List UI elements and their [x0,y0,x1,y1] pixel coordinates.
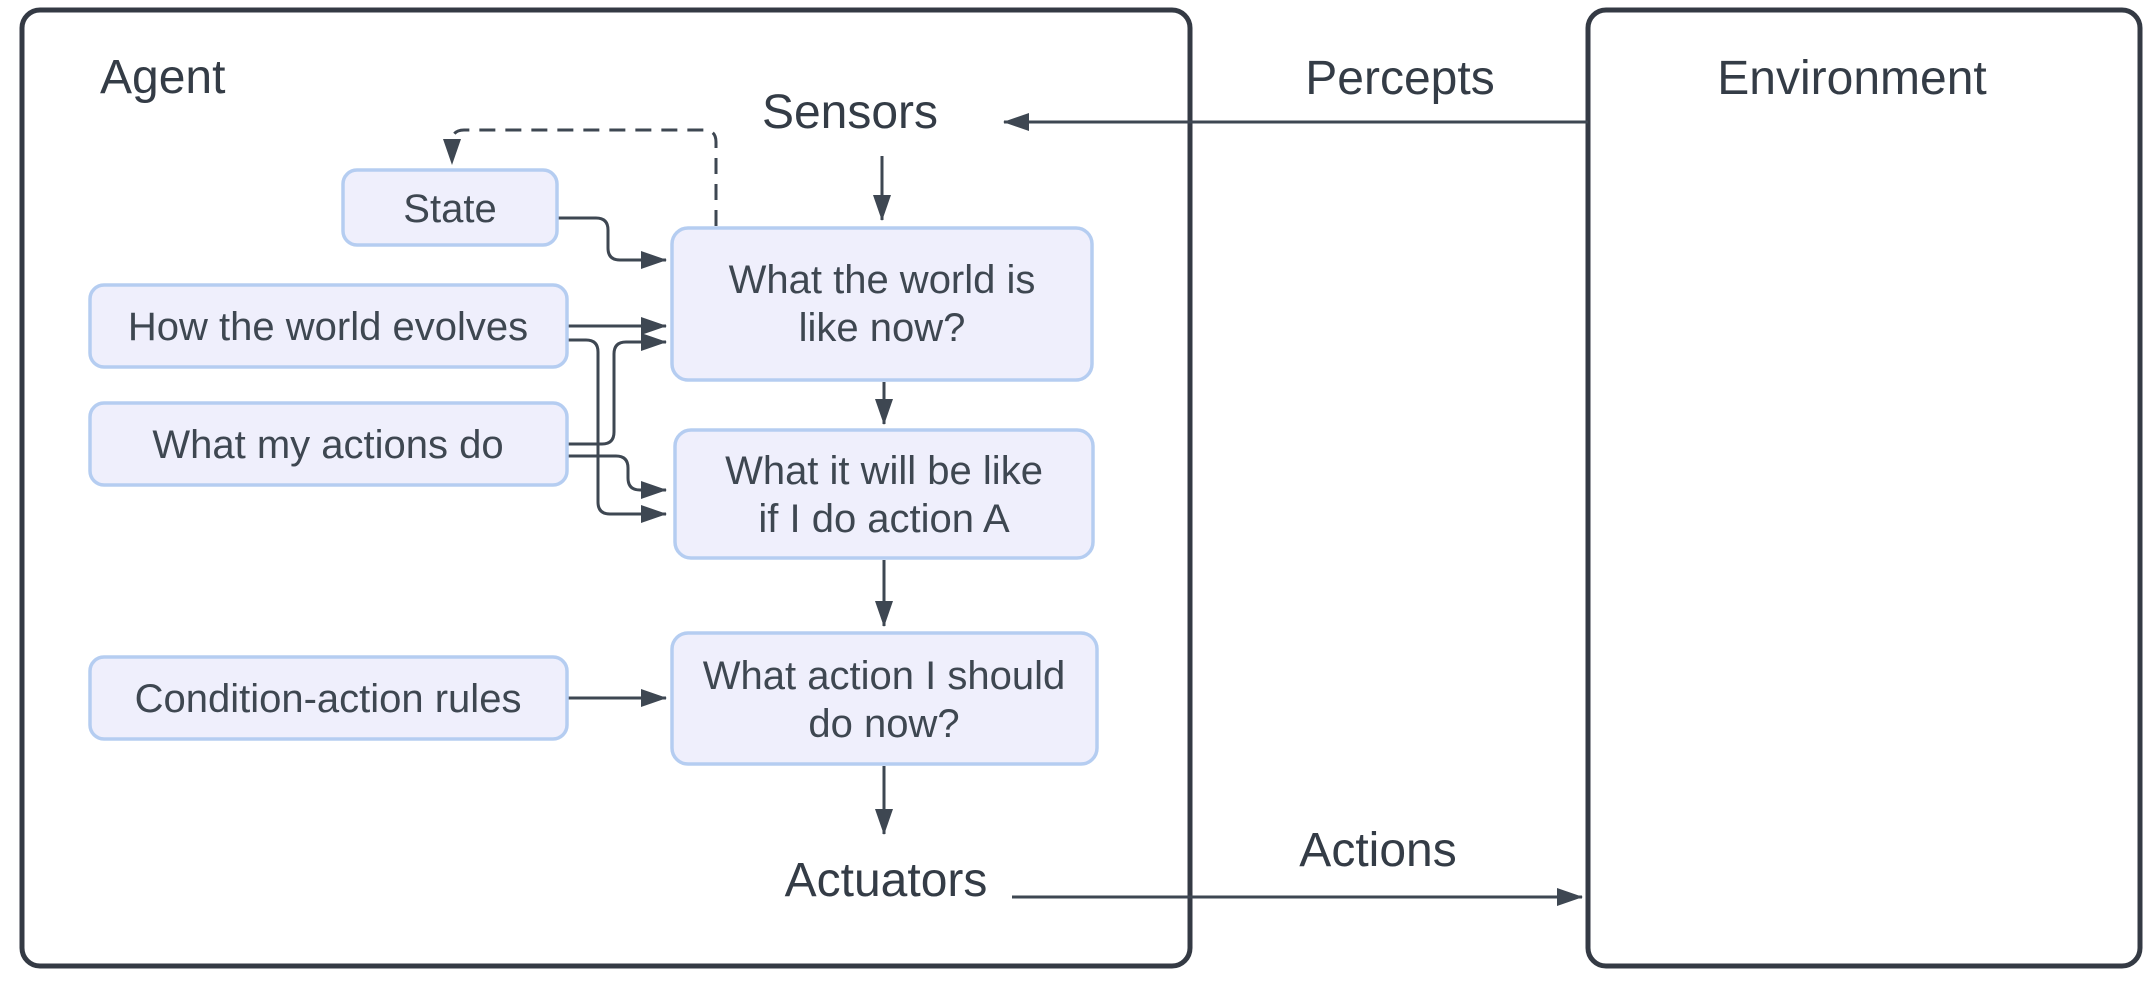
percepts-label: Percepts [1305,52,1494,105]
node-world-if: What it will be like if I do action A [673,428,1095,560]
edge-world-now-to-state [443,128,718,226]
node-world-if-box [673,428,1095,560]
node-how-world-evolves-box [88,283,569,369]
edge-how-world-evolves-to-world-if [567,338,667,523]
node-action-now-box [670,631,1099,766]
node-how-world-evolves-label: How the world evolves [128,305,528,349]
environment-frame-label: Environment [1717,52,1986,105]
node-action-now-label-line1: What action I should [703,654,1065,698]
node-action-now-label-line2: do now? [808,702,959,746]
node-world-now-label-line2: like now? [799,306,966,350]
node-state-box [341,168,559,247]
node-condition-action-rules-label: Condition-action rules [135,677,522,721]
agent-frame [19,7,1193,969]
node-state: State [341,168,559,247]
environment-frame [1585,7,2143,969]
sensors-label: Sensors [762,86,938,139]
node-what-actions-do-label: What my actions do [152,423,503,467]
edge-what-actions-do-to-world-now [567,333,667,446]
node-world-now: What the world is like now? [670,226,1094,382]
agent-frame-label: Agent [100,51,225,104]
node-condition-action-rules: Condition-action rules [88,655,569,741]
actions-label: Actions [1299,824,1456,877]
node-world-now-label-line1: What the world is [729,258,1036,302]
edge-state-to-world-now [557,216,667,269]
node-what-actions-do-box [88,401,569,487]
edge-what-actions-do-to-world-if [567,454,667,499]
node-what-actions-do: What my actions do [88,401,569,487]
node-state-label: State [403,187,496,231]
node-world-if-label-line1: What it will be like [725,449,1043,493]
node-how-world-evolves: How the world evolves [88,283,569,369]
actuators-label: Actuators [785,854,988,907]
node-world-now-box [670,226,1094,382]
node-action-now: What action I should do now? [670,631,1099,766]
node-world-if-label-line2: if I do action A [758,497,1010,541]
node-condition-action-rules-box [88,655,569,741]
